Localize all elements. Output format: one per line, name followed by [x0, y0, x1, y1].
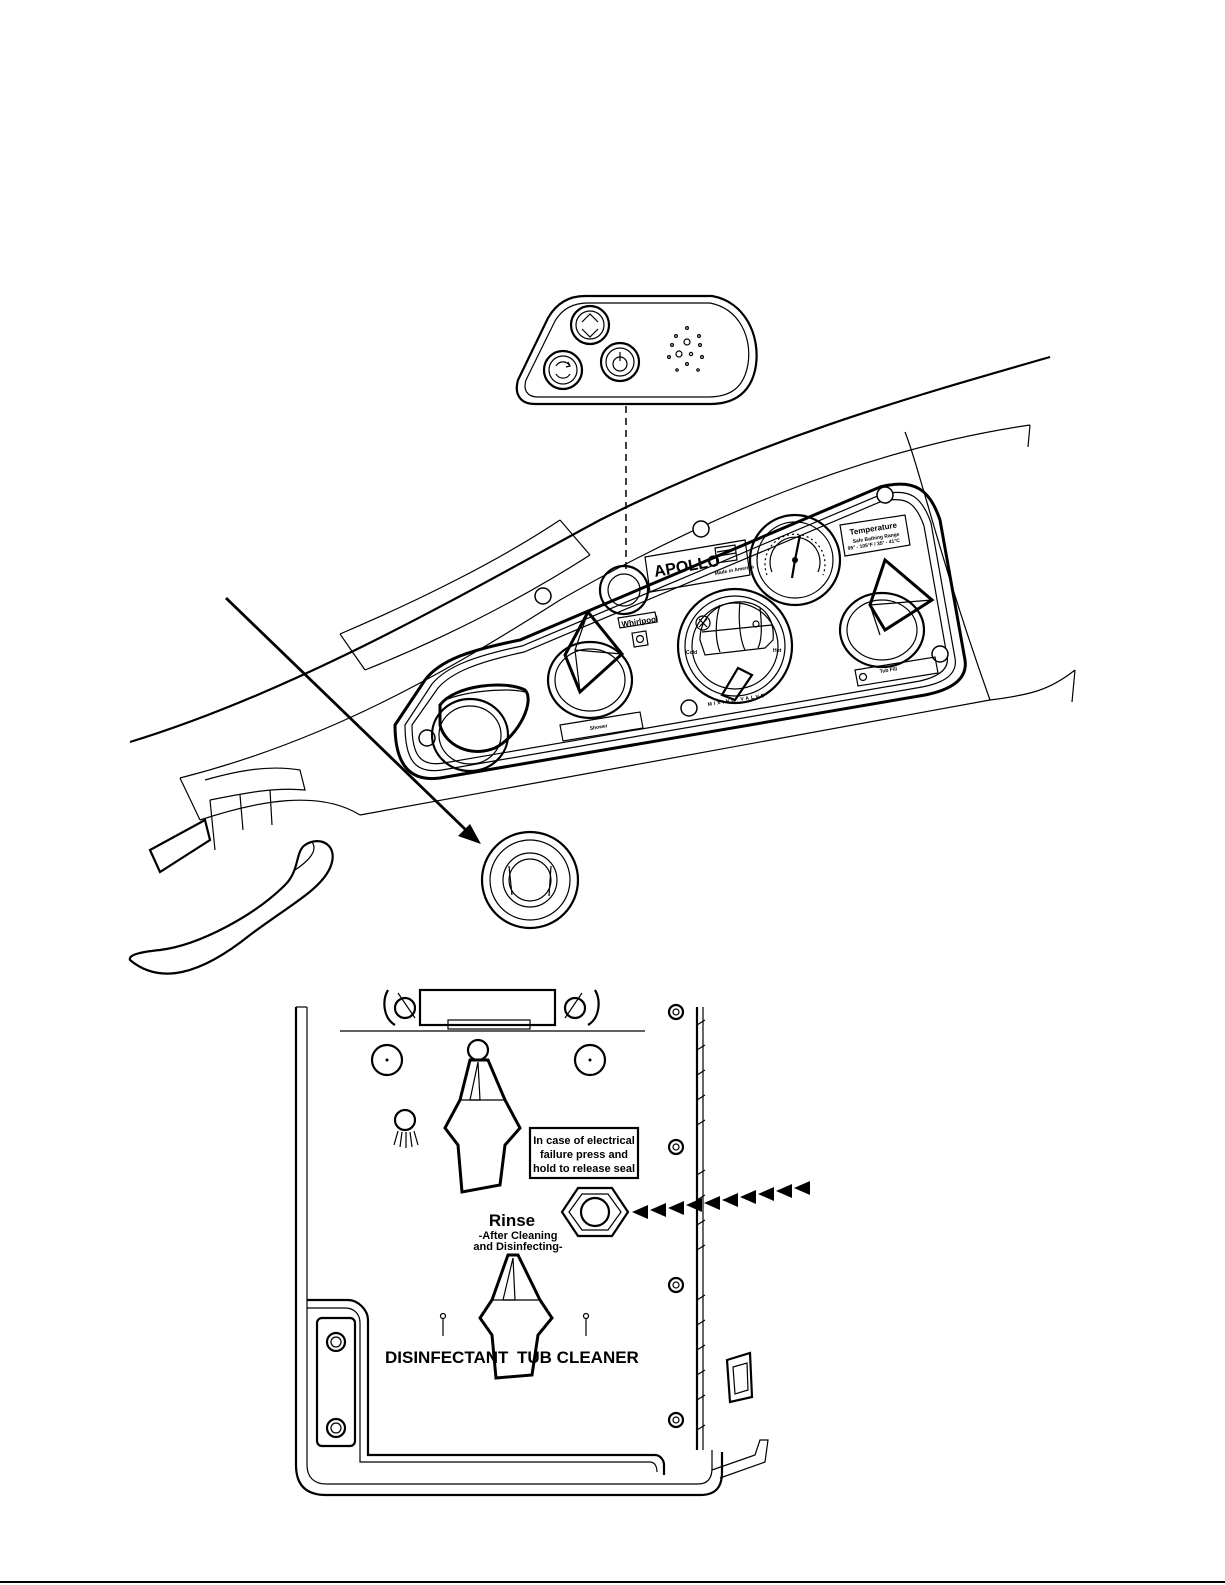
side-hinge — [669, 1005, 768, 1478]
grab-handle — [130, 768, 333, 974]
top-handle — [384, 990, 598, 1029]
arrow-indicators — [632, 1181, 810, 1219]
screw — [932, 646, 948, 662]
up-down-arrows-icon — [582, 314, 598, 337]
seal-release-button[interactable] — [562, 1188, 628, 1236]
remote-keypad — [517, 296, 757, 404]
screw — [681, 700, 697, 716]
light-dots-icon — [668, 327, 704, 372]
tub-cleaner-label: TUB CLEANER — [517, 1348, 639, 1367]
temperature-gauge — [750, 515, 840, 605]
warning-line-1: In case of electrical — [533, 1135, 635, 1147]
hot-label: Hot — [773, 648, 782, 654]
screw — [877, 487, 893, 503]
disinfectant-label: DISINFECTANT — [385, 1348, 509, 1367]
screw — [693, 521, 709, 537]
upper-valve-lever[interactable] — [445, 1040, 520, 1192]
shower-light-icon — [394, 1110, 418, 1148]
release-button-bezel — [482, 832, 578, 928]
rinse-label: Rinse — [489, 1211, 535, 1230]
up-down-button[interactable] — [571, 306, 609, 344]
door-panel: In case of electrical failure press and … — [296, 990, 810, 1495]
circular-arrows-button[interactable] — [544, 351, 582, 389]
warning-label: In case of electrical failure press and … — [530, 1128, 638, 1178]
circular-arrows-icon — [556, 362, 570, 378]
tub-fill-knob[interactable] — [840, 560, 932, 667]
control-panel: APOLLO Made in America Whirlpool Tempera… — [395, 484, 965, 778]
mixing-valve-knob[interactable] — [678, 589, 792, 703]
power-icon — [637, 636, 644, 643]
remote-housing — [517, 296, 757, 404]
power-button[interactable] — [601, 343, 639, 381]
shower-label: Shower — [589, 723, 608, 732]
warning-line-3: hold to release seal — [533, 1163, 635, 1175]
rinse-subtitle-2: and Disinfecting- — [473, 1241, 563, 1253]
screw — [535, 588, 551, 604]
power-icon — [613, 352, 627, 371]
warning-line-2: failure press and — [540, 1149, 628, 1161]
cold-label: Cold — [686, 650, 697, 656]
